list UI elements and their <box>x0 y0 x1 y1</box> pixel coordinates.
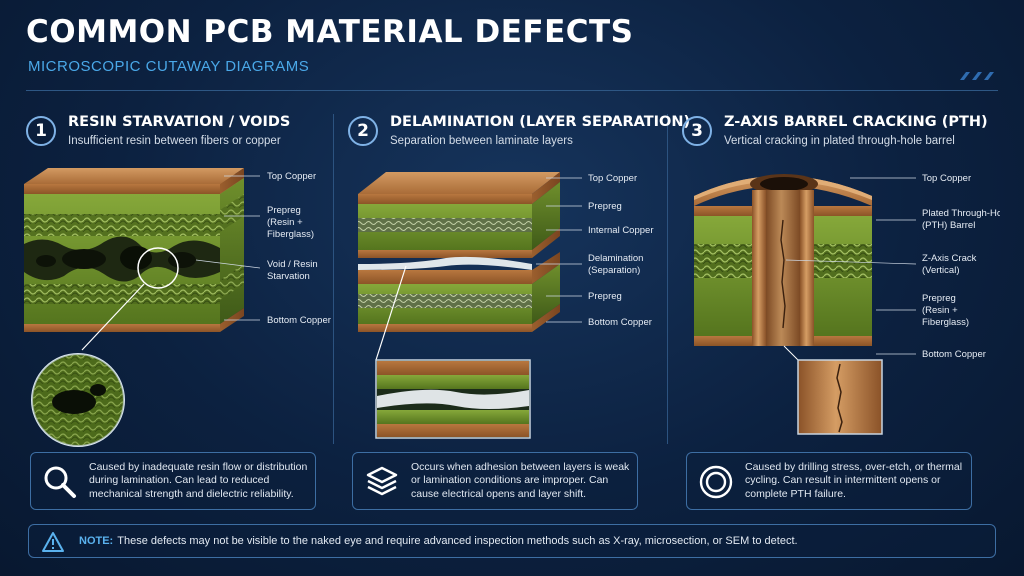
panel-number: 1 <box>26 116 56 146</box>
resin-starvation-diagram: Top Copper Prepreg (Resin + Fiberglass) … <box>24 168 331 447</box>
info-text: Caused by drilling stress, over-etch, or… <box>745 461 963 500</box>
label-delamination: (Separation) <box>588 265 640 276</box>
label-bottom-copper: Bottom Copper <box>922 349 986 360</box>
info-text: Occurs when adhesion between layers is w… <box>411 461 630 500</box>
label-top-copper: Top Copper <box>267 171 316 182</box>
info-text: Caused by inadequate resin flow or distr… <box>89 461 308 500</box>
concentric-rings-icon <box>699 465 733 499</box>
label-top-copper: Top Copper <box>588 173 637 184</box>
panel-title: DELAMINATION (LAYER SEPARATION) <box>390 114 691 130</box>
label-prepreg: (Resin + <box>267 217 303 228</box>
layers-icon <box>366 466 398 496</box>
note-body: These defects may not be visible to the … <box>117 535 798 547</box>
label-crack: (Vertical) <box>922 265 959 276</box>
header-divider <box>26 90 998 91</box>
label-prepreg: Prepreg <box>588 201 622 212</box>
panel-title: Z-AXIS BARREL CRACKING (PTH) <box>724 114 988 130</box>
panel-divider <box>667 114 668 444</box>
note-label: NOTE: <box>79 535 114 547</box>
label-prepreg: Fiberglass) <box>922 317 969 328</box>
label-prepreg: (Resin + <box>922 305 958 316</box>
panel-resin-starvation: 1 RESIN STARVATION / VOIDS Insufficient … <box>24 110 344 520</box>
label-bottom-copper: Bottom Copper <box>267 315 331 326</box>
page-subtitle: MICROSCOPIC CUTAWAY DIAGRAMS <box>28 58 310 75</box>
label-prepreg: Prepreg <box>588 291 622 302</box>
label-void: Void / Resin <box>267 259 318 270</box>
barrel-cracking-diagram: Top Copper Plated Through-Hole (PTH) Bar… <box>694 173 1000 435</box>
label-prepreg: Prepreg <box>922 293 956 304</box>
label-prepreg: Fiberglass) <box>267 229 314 240</box>
label-internal-copper: Internal Copper <box>588 225 653 236</box>
label-bottom-copper: Bottom Copper <box>588 317 652 328</box>
label-pth: Plated Through-Hole <box>922 208 1000 219</box>
label-pth: (PTH) Barrel <box>922 220 975 231</box>
panel-description: Separation between laminate layers <box>390 135 573 147</box>
panel-number: 2 <box>348 116 378 146</box>
panel-barrel-cracking: 3 Z-AXIS BARREL CRACKING (PTH) Vertical … <box>680 110 1000 520</box>
panel-delamination: 2 DELAMINATION (LAYER SEPARATION) Separa… <box>346 110 690 520</box>
panel-number: 3 <box>682 116 712 146</box>
label-void: Starvation <box>267 271 310 282</box>
delamination-diagram: Top Copper Prepreg Internal Copper Delam… <box>358 172 653 439</box>
page-title: COMMON PCB MATERIAL DEFECTS <box>26 14 634 50</box>
panel-divider <box>333 114 334 444</box>
magnifier-icon <box>44 466 76 498</box>
panel-title: RESIN STARVATION / VOIDS <box>68 114 291 130</box>
label-top-copper: Top Copper <box>922 173 971 184</box>
note-bar: NOTE:These defects may not be visible to… <box>28 524 996 558</box>
panel-description: Insufficient resin between fibers or cop… <box>68 135 281 147</box>
label-crack: Z-Axis Crack <box>922 253 977 264</box>
decorative-stripes <box>960 72 994 80</box>
panel-description: Vertical cracking in plated through-hole… <box>724 135 955 147</box>
info-box: Occurs when adhesion between layers is w… <box>352 452 638 510</box>
info-box: Caused by inadequate resin flow or distr… <box>30 452 316 510</box>
label-delamination: Delamination <box>588 253 643 264</box>
note-text: NOTE:These defects may not be visible to… <box>79 535 798 547</box>
label-prepreg: Prepreg <box>267 205 301 216</box>
info-box: Caused by drilling stress, over-etch, or… <box>686 452 972 510</box>
warning-icon <box>42 532 64 552</box>
